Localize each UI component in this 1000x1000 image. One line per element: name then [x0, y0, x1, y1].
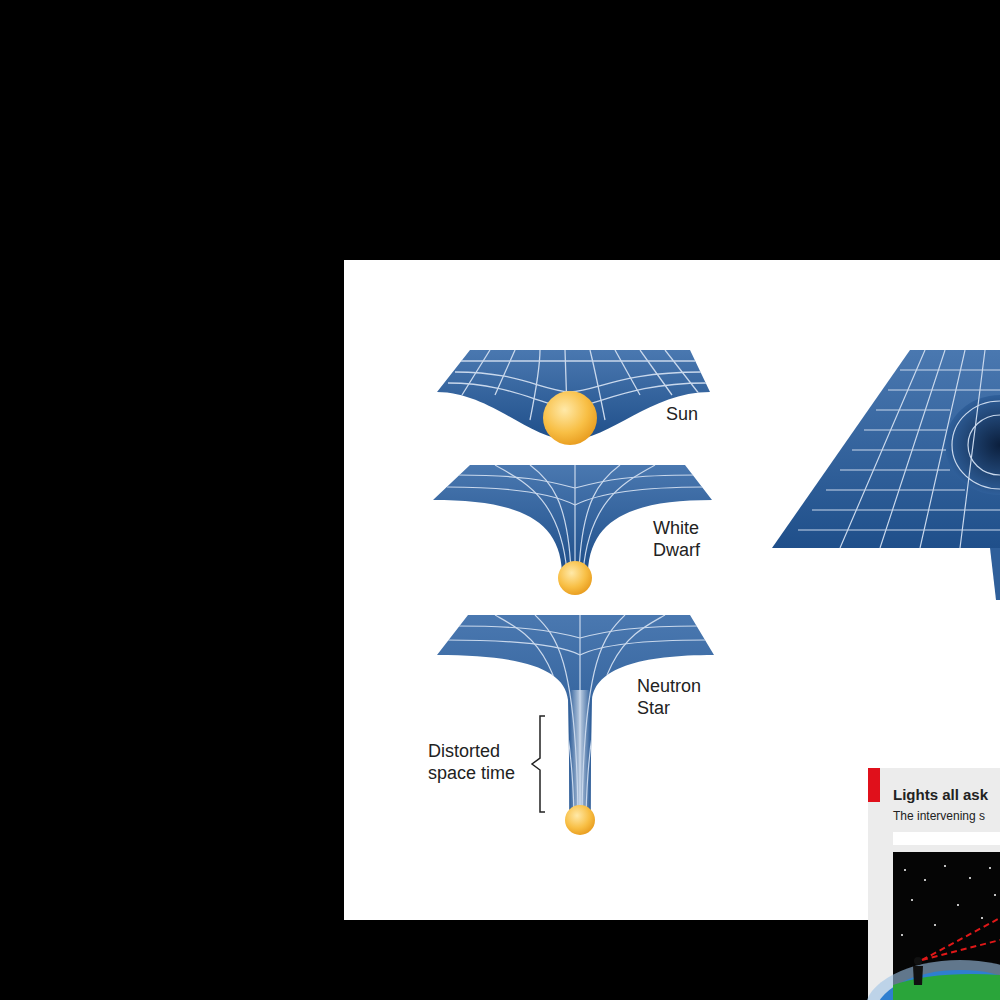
body-label: White Dwarf	[653, 518, 713, 561]
body-label: Neutron Star	[637, 676, 717, 719]
bracket-label: Distorted space time	[428, 741, 528, 784]
body-label: Sun	[666, 404, 746, 426]
inset-title: Lights all ask	[893, 786, 988, 804]
inset-subtitle: The intervening s	[893, 809, 985, 823]
